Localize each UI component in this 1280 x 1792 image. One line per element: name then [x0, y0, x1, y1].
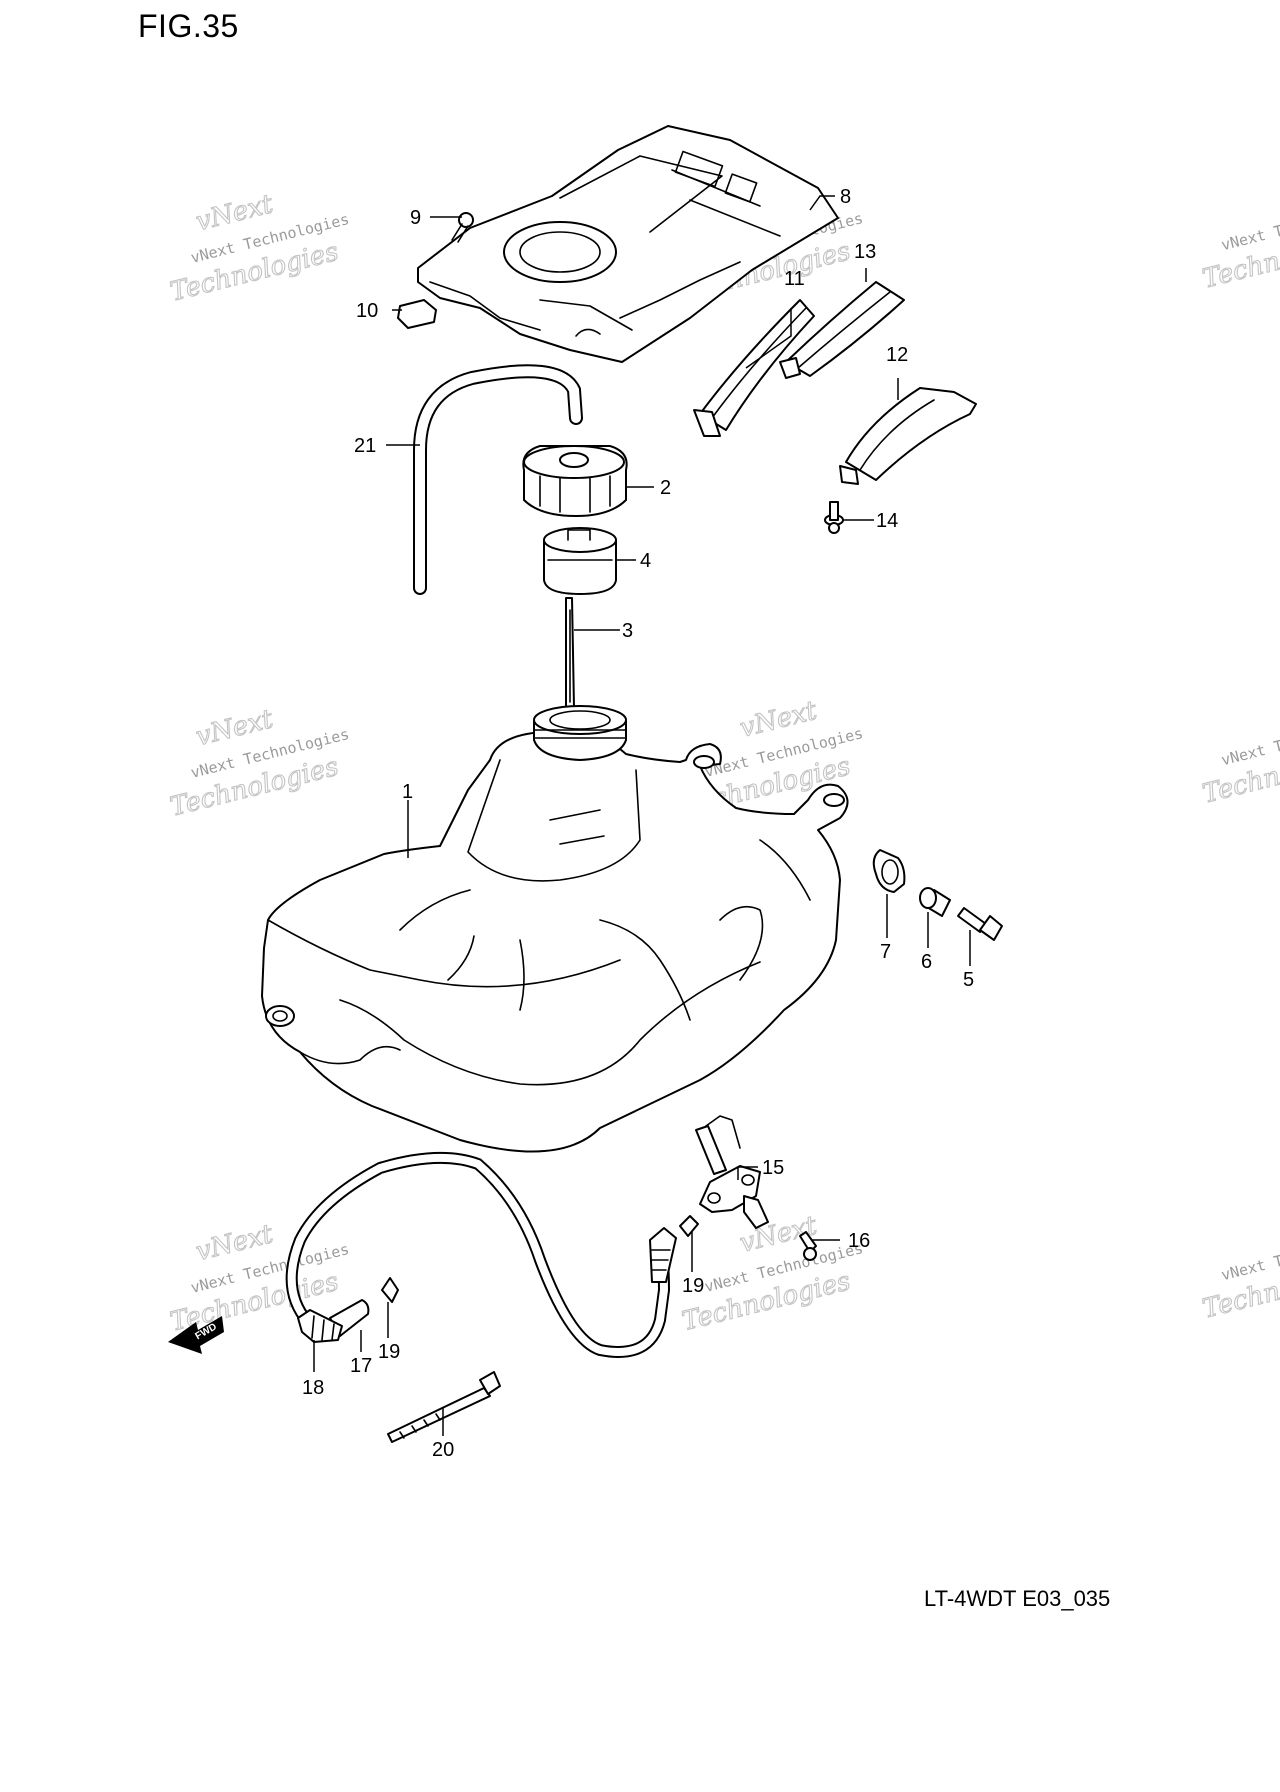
watermark-bottom-left: vNext vNext Technologies Technologies — [167, 1219, 351, 1339]
part-4-cap-gasket — [543, 527, 617, 595]
callout-2: 2 — [660, 477, 671, 499]
hose-right-corrugated — [649, 1227, 677, 1283]
part-19-clamp-right — [679, 1215, 699, 1237]
part-18-corrugated-hose — [297, 1309, 343, 1343]
svg-text:vNext Technologies: vNext Technologies — [1219, 1227, 1280, 1284]
part-12-strap — [839, 387, 977, 485]
part-7-grommet — [872, 849, 906, 893]
part-2-fuel-cap — [522, 445, 628, 517]
callout-8: 8 — [840, 186, 851, 208]
figure-title: FIG.35 — [138, 8, 239, 44]
callout-4: 4 — [640, 550, 651, 572]
watermark-mid-right: vNext Technologies Technologies — [1199, 712, 1280, 810]
callout-12: 12 — [886, 344, 908, 366]
callout-15: 15 — [762, 1157, 784, 1179]
part-6-collar — [919, 887, 951, 917]
svg-text:vNext Technologies: vNext Technologies — [1219, 197, 1280, 254]
part-19-clamp-left — [381, 1277, 399, 1303]
callout-6: 6 — [921, 951, 932, 973]
callout-9: 9 — [410, 207, 421, 229]
part-5-bolt — [957, 907, 1003, 941]
fuel-hose — [285, 1151, 671, 1358]
watermark-bottom-right: vNext Technologies Technologies — [1199, 1227, 1280, 1325]
callout-7: 7 — [880, 941, 891, 963]
leader-lines — [313, 195, 971, 1436]
svg-text:vNext Technologies: vNext Technologies — [1219, 712, 1280, 769]
callout-19-left: 19 — [378, 1341, 400, 1363]
part-21-breather-hose — [413, 364, 583, 595]
callout-18: 18 — [302, 1377, 324, 1399]
watermark-top-right: vNext Technologies Technologies — [1199, 197, 1280, 295]
callout-13: 13 — [854, 241, 876, 263]
callout-20: 20 — [432, 1439, 454, 1461]
part-15-fuel-valve — [695, 1115, 769, 1229]
callout-11: 11 — [784, 268, 805, 290]
callout-19-right: 19 — [682, 1275, 704, 1297]
callout-3: 3 — [622, 620, 633, 642]
callout-10: 10 — [356, 300, 378, 322]
watermark-mid-left: vNext vNext Technologies Technologies — [167, 704, 351, 824]
callout-21: 21 — [354, 435, 376, 457]
part-16-screw — [799, 1231, 817, 1261]
drawing-code: LT-4WDT E03_035 — [924, 1586, 1111, 1611]
callout-14: 14 — [876, 510, 898, 532]
callout-16: 16 — [848, 1230, 870, 1252]
part-1-fuel-tank — [261, 705, 849, 1153]
part-11-strap — [693, 299, 815, 437]
callout-labels: 1 2 3 4 5 6 7 8 9 10 11 12 13 14 15 16 1… — [302, 186, 974, 1461]
part-9-screw — [451, 212, 474, 243]
part-8-tank-cover — [417, 125, 839, 363]
callout-5: 5 — [963, 969, 974, 991]
part-14-bolt — [824, 501, 844, 534]
watermark-top-left: vNext vNext Technologies Technologies — [167, 189, 351, 309]
callout-1: 1 — [402, 781, 413, 803]
callout-17: 17 — [350, 1355, 372, 1377]
part-13-strap — [779, 281, 905, 379]
part-20-tie-strap — [387, 1371, 501, 1443]
part-10-clip — [397, 299, 437, 329]
